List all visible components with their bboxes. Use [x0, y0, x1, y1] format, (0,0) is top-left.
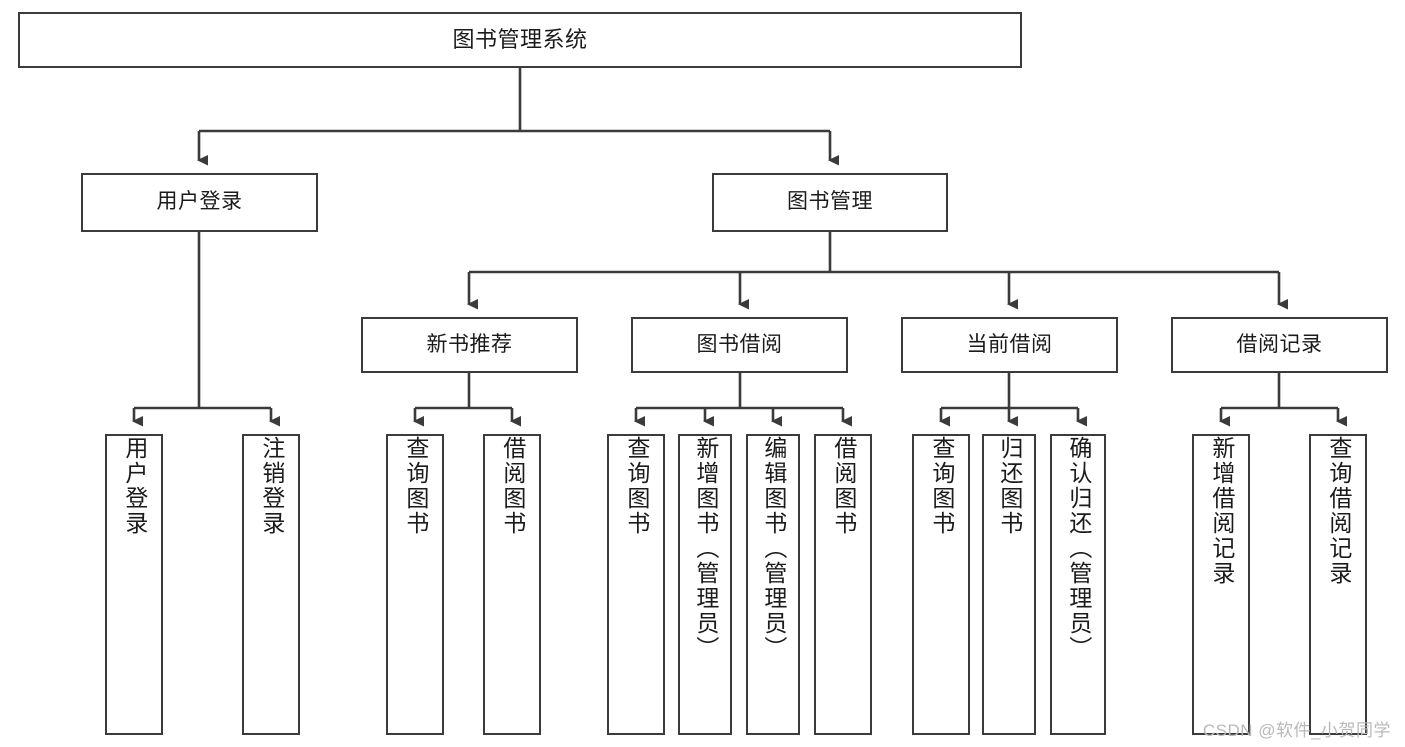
leaf-recommend-query-book[interactable]: 查询图书: [386, 434, 444, 735]
leaf-borrow-query-book[interactable]: 查询图书: [607, 434, 665, 735]
node-root-system[interactable]: 图书管理系统: [18, 12, 1022, 68]
leaf-current-query-book[interactable]: 查询图书: [912, 434, 970, 735]
node-new-book-recommend[interactable]: 新书推荐: [361, 317, 578, 373]
node-user-login[interactable]: 用户登录: [81, 173, 318, 232]
node-book-borrow[interactable]: 图书借阅: [631, 317, 848, 373]
leaf-current-return-book[interactable]: 归还图书: [982, 434, 1036, 735]
node-label: 借阅图书: [499, 436, 526, 536]
node-current-borrow[interactable]: 当前借阅: [901, 317, 1118, 373]
leaf-user-login-login[interactable]: 用户登录: [105, 434, 163, 735]
node-label: 用户登录: [156, 190, 243, 214]
node-label: 新书推荐: [426, 332, 513, 356]
leaf-borrow-edit-book[interactable]: 编辑图书（管理员）: [746, 434, 800, 735]
node-label: 归还图书: [996, 436, 1023, 536]
node-book-management[interactable]: 图书管理: [712, 173, 948, 232]
node-label: 编辑图书（管理员）: [760, 436, 787, 661]
leaf-user-login-logout[interactable]: 注销登录: [242, 434, 300, 735]
node-label: 借阅图书: [830, 436, 857, 536]
node-label: 查询图书: [928, 436, 955, 536]
node-label: 查询图书: [623, 436, 650, 536]
node-label: 查询借阅记录: [1325, 436, 1352, 586]
leaf-record-query-record[interactable]: 查询借阅记录: [1309, 434, 1367, 735]
node-label: 图书管理系统: [452, 27, 588, 53]
node-label: 确认归还（管理员）: [1065, 436, 1092, 661]
leaf-current-confirm-return[interactable]: 确认归还（管理员）: [1050, 434, 1106, 735]
leaf-borrow-add-book[interactable]: 新增图书（管理员）: [678, 434, 732, 735]
node-label: 用户登录: [121, 436, 148, 536]
node-label: 查询图书: [402, 436, 429, 536]
node-borrow-record[interactable]: 借阅记录: [1171, 317, 1388, 373]
node-label: 图书管理: [787, 190, 873, 214]
leaf-borrow-borrow-book[interactable]: 借阅图书: [814, 434, 872, 735]
node-label: 新增借阅记录: [1208, 436, 1235, 586]
leaf-record-add-record[interactable]: 新增借阅记录: [1192, 434, 1250, 735]
node-label: 新增图书（管理员）: [692, 436, 719, 661]
node-label: 图书借阅: [696, 332, 783, 356]
leaf-recommend-borrow-book[interactable]: 借阅图书: [483, 434, 541, 735]
node-label: 注销登录: [258, 436, 285, 536]
node-label: 当前借阅: [966, 332, 1053, 356]
node-label: 借阅记录: [1236, 332, 1323, 356]
csdn-watermark: CSDN @软件_小贺同学: [1202, 721, 1391, 740]
